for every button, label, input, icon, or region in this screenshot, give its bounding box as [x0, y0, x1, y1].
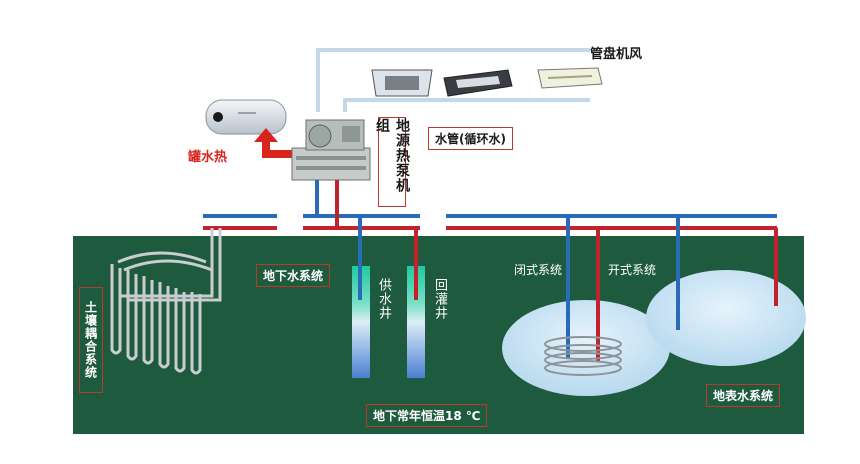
- groundwater-system-label: 地下水系统: [256, 264, 331, 287]
- soil-system-label: 土壤耦合系统: [79, 287, 103, 393]
- open-lake: [646, 270, 806, 366]
- ground-temperature-label: 地下常年恒温18 ℃: [366, 404, 488, 427]
- pipe-manifold: [203, 214, 777, 230]
- fan-coil-label: 管盘机风: [590, 47, 643, 62]
- heat-pump-label: 地源热泵机组: [374, 117, 410, 207]
- recharge-well: [407, 228, 425, 378]
- heat-pump-unit-icon: [291, 119, 371, 181]
- closed-system-label: 闭式系统: [514, 263, 563, 277]
- supply-well: [352, 216, 370, 378]
- closed-system-pipes: [566, 216, 600, 362]
- heat-pump-risers: [315, 180, 339, 228]
- wall-unit-icon: [537, 67, 603, 89]
- soil-coil-loops: [110, 228, 222, 375]
- water-pipe-label: 水管(循环水): [428, 127, 513, 150]
- open-system-label: 开式系统: [608, 263, 657, 277]
- closed-system-coil: [544, 336, 622, 376]
- surface-water-system-label: 地表水系统: [706, 384, 781, 407]
- air-duct: [316, 48, 590, 112]
- recharge-well-label: 回灌井: [432, 278, 447, 320]
- hot-water-tank-label: 罐水热: [188, 150, 228, 165]
- open-system-pipes: [676, 216, 778, 330]
- closed-lake: [502, 300, 670, 396]
- duct-unit-icon: [443, 69, 513, 97]
- water-heater-tank-icon: [205, 99, 287, 135]
- cassette-ac-icon: [371, 69, 433, 97]
- supply-well-label: 供水井: [376, 278, 391, 320]
- hot-water-arrow: [254, 128, 298, 158]
